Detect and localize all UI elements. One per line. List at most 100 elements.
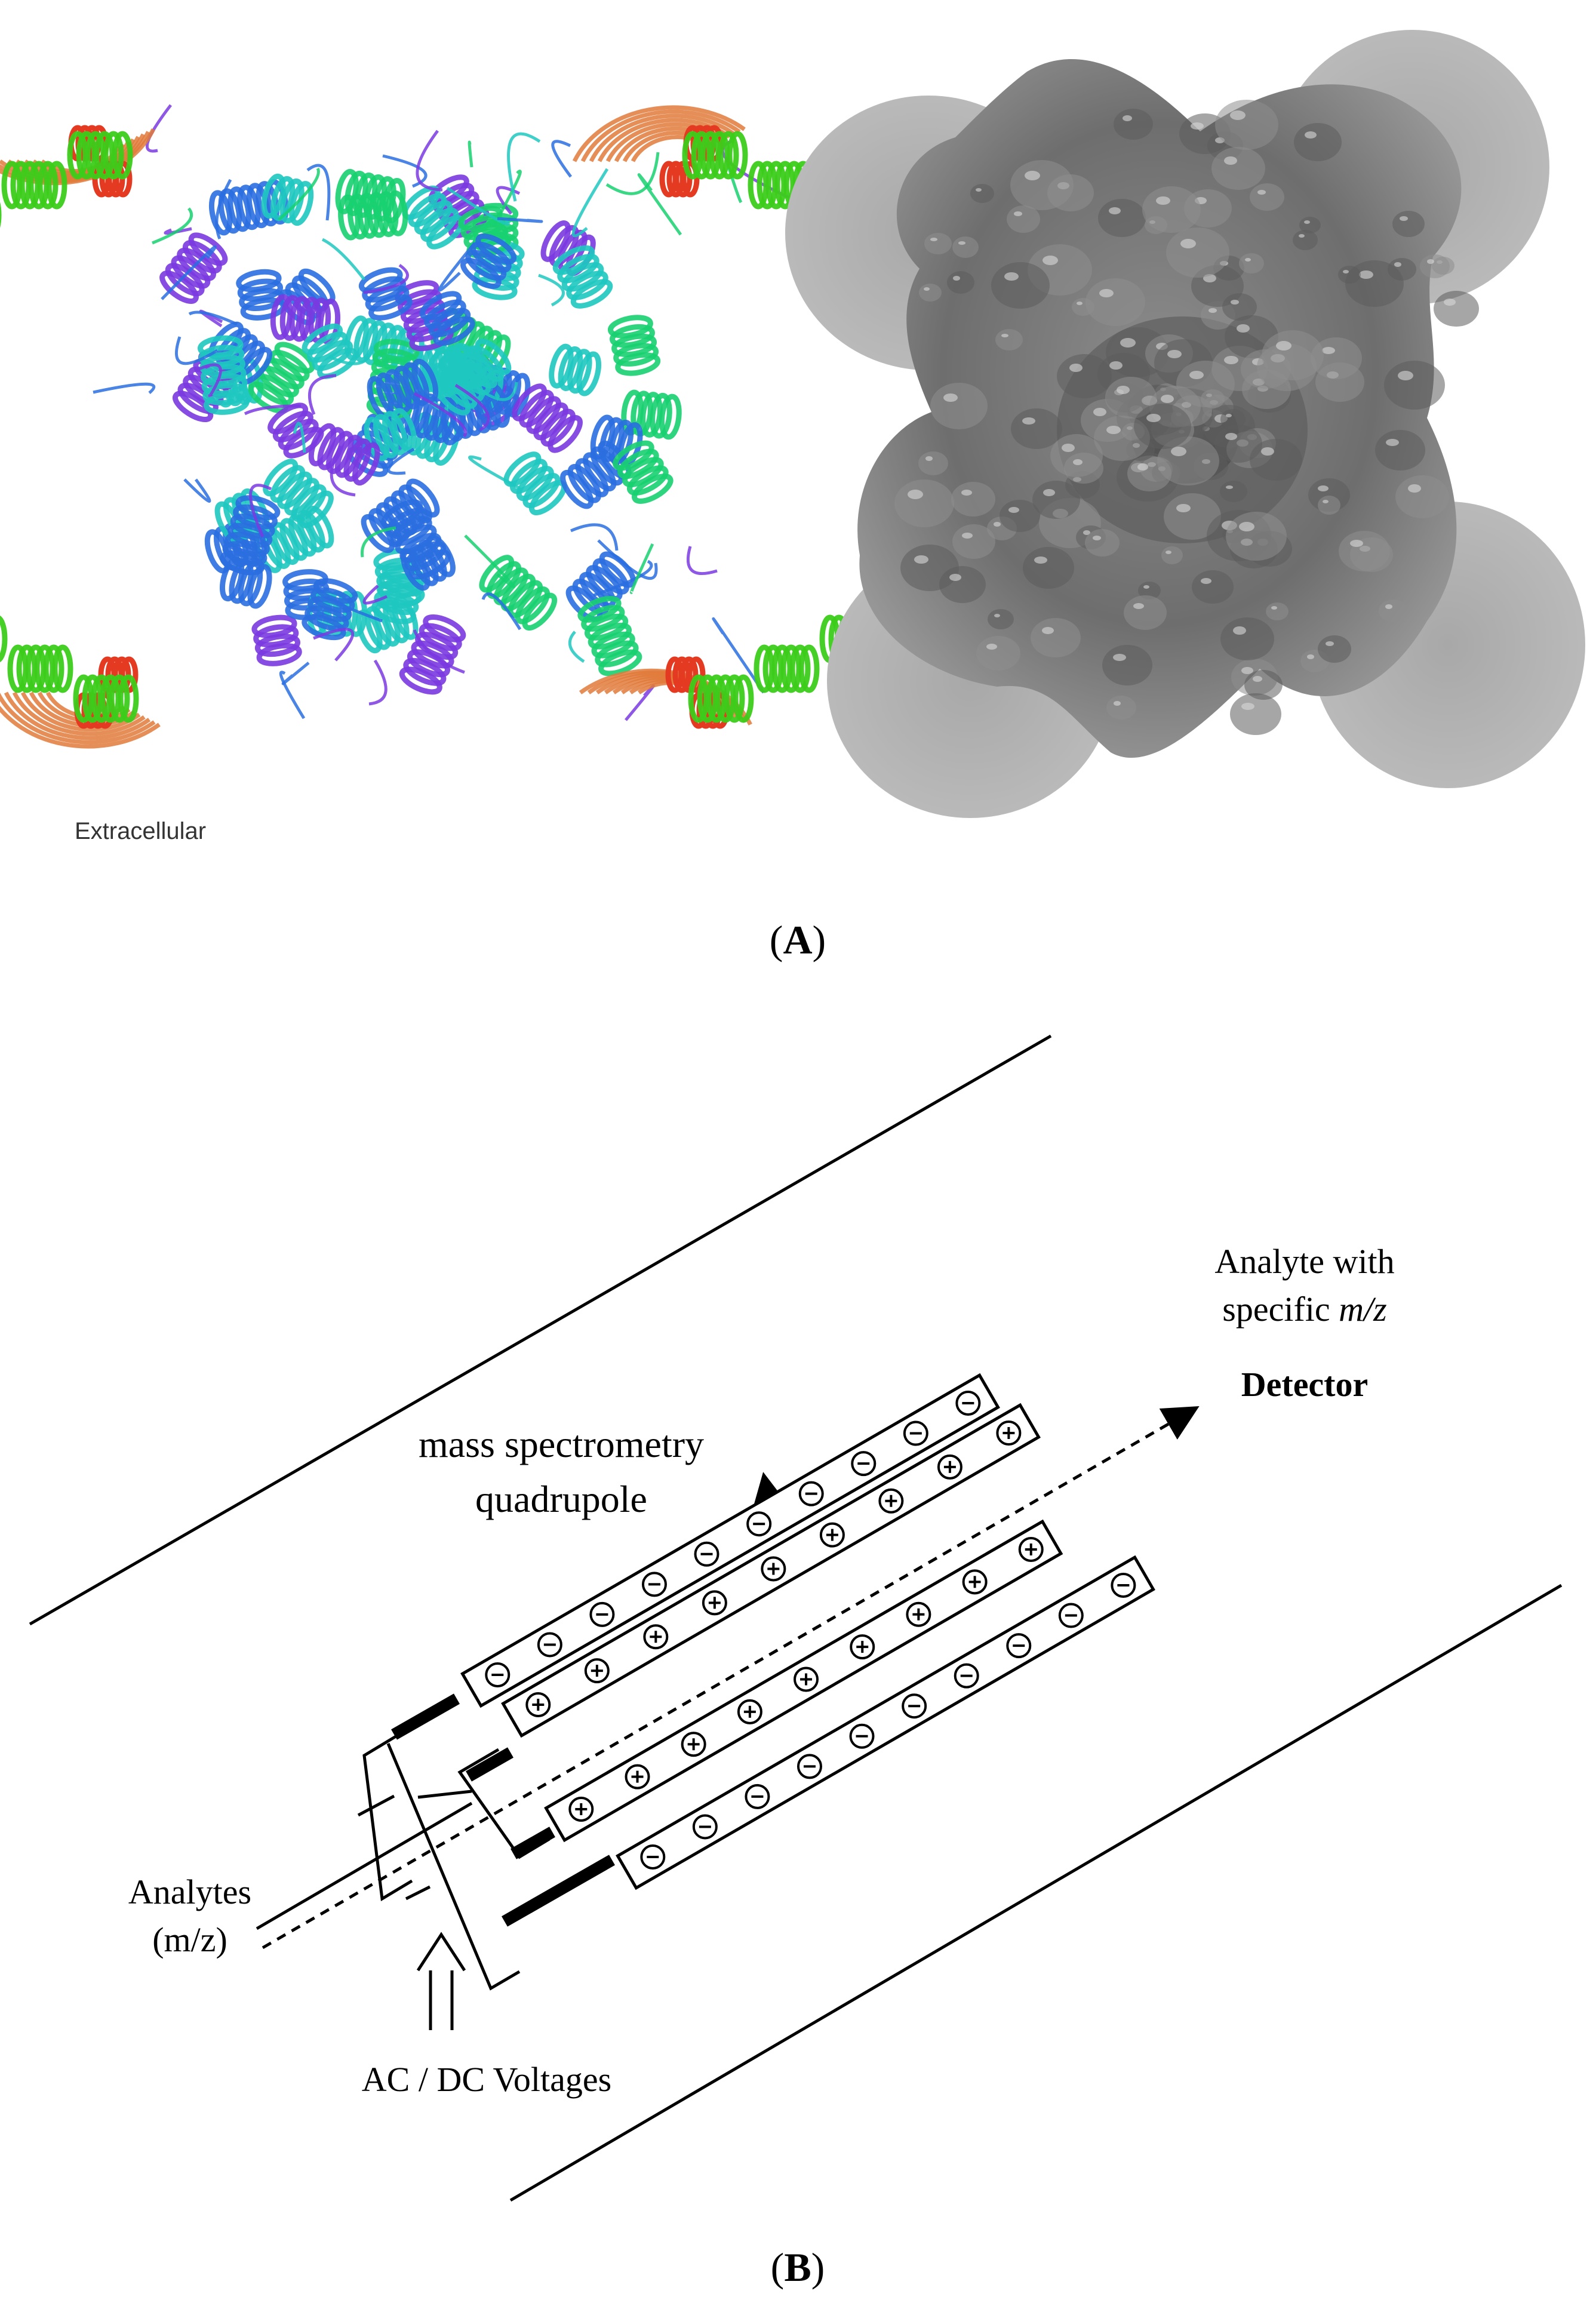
loop-strand: [629, 543, 654, 594]
helix-coil: [267, 402, 324, 459]
negative-charge-icon: [851, 1451, 877, 1477]
negative-charge-icon: [797, 1754, 822, 1779]
surface-bump: [1338, 266, 1361, 284]
surface-bump: [1222, 293, 1257, 321]
loop-strand: [597, 539, 658, 580]
loop-strand: [468, 455, 521, 490]
negative-charge-icon: [537, 1632, 562, 1658]
negative-charge-icon: [955, 1391, 981, 1416]
positive-charge-icon: [584, 1658, 610, 1684]
helix-coil: [335, 168, 406, 224]
negative-charge-icon: [798, 1481, 824, 1506]
positive-charge-icon: [568, 1797, 594, 1822]
surface-bump: [930, 383, 988, 429]
loop-strand: [637, 173, 682, 236]
protein-ribbon-structure: [0, 104, 885, 749]
negative-charge-icon: [692, 1814, 718, 1840]
surface-bump: [1375, 430, 1425, 471]
positive-charge-icon: [937, 1454, 962, 1480]
loop-strand: [605, 152, 660, 195]
negative-charge-icon: [902, 1693, 927, 1719]
surface-bump: [939, 566, 986, 603]
surface-bump: [1010, 160, 1074, 210]
helix-coil: [613, 440, 674, 504]
voltage-circuit: [357, 1733, 551, 1991]
loop-strand: [570, 523, 619, 551]
loop-strand: [363, 263, 409, 294]
surface-bump: [1057, 354, 1112, 398]
surface-bump: [894, 479, 954, 527]
svg-text:(A): (A): [770, 917, 826, 963]
loop-strand: [249, 484, 272, 537]
surface-bump: [1064, 453, 1103, 484]
positive-charge-icon: [794, 1666, 819, 1692]
loop-strand: [468, 140, 473, 168]
loop-strand: [244, 404, 302, 416]
surface-bump: [1239, 253, 1264, 273]
surface-bump: [1102, 645, 1152, 685]
surface-bump: [1000, 500, 1040, 532]
surface-bump: [1098, 199, 1146, 237]
loop-strand: [152, 207, 193, 245]
chamber-wall-top: [29, 1034, 1052, 1626]
surface-bump: [1392, 211, 1425, 237]
helix-coil: [419, 291, 475, 346]
corner-domain: [0, 125, 155, 228]
loop-strand: [321, 238, 365, 281]
helix-coil: [261, 173, 314, 226]
negative-charge-icon: [641, 1572, 667, 1597]
electrode-connectors: [391, 1693, 615, 1927]
top-positive-rod: [501, 1403, 1041, 1738]
analyte-out-label-line2: specific m/z: [1222, 1290, 1386, 1329]
helix-coil: [361, 478, 440, 554]
surface-bump: [1032, 481, 1080, 519]
loop-strand: [416, 130, 443, 192]
analyte-entry-line: [256, 1801, 473, 1930]
surface-bump: [924, 233, 952, 254]
loop-strand: [507, 132, 541, 202]
loop-strand: [571, 168, 609, 238]
detector-label: Detector: [1241, 1365, 1369, 1404]
loop-strand: [334, 599, 383, 623]
surface-bump: [1230, 693, 1281, 735]
loop-strand: [712, 617, 765, 694]
loop-strand: [183, 478, 211, 503]
surface-bump: [988, 609, 1014, 629]
analytes-in-label-line1: Analytes: [128, 1872, 251, 1911]
positive-charge-icon: [819, 1522, 845, 1548]
loop-strand: [454, 383, 490, 432]
helix-coil: [607, 315, 661, 376]
surface-bump: [951, 482, 995, 516]
loop-strand: [362, 585, 388, 605]
surface-bump: [1339, 531, 1390, 571]
surface-bump: [1299, 217, 1321, 233]
analyte-beam-path: [262, 1406, 1200, 1950]
loop-strand: [174, 336, 219, 365]
surface-bump: [1266, 602, 1289, 620]
loop-strand: [387, 447, 415, 475]
helix-coil: [364, 408, 417, 462]
surface-bump: [1166, 227, 1229, 278]
loop-strand: [306, 164, 331, 221]
loop-strand: [293, 422, 306, 453]
extracellular-caption: Extracellular: [75, 818, 206, 844]
surface-bump: [976, 636, 1020, 671]
surface-bump: [1114, 109, 1153, 140]
surface-bump: [1085, 529, 1120, 556]
loop-strand: [413, 392, 468, 438]
surface-bump: [1318, 635, 1351, 663]
panel-a-label: (A): [770, 917, 826, 963]
loop-strand: [497, 217, 543, 223]
surface-bump: [1384, 361, 1445, 410]
positive-charge-icon: [878, 1488, 904, 1514]
loop-strand: [593, 559, 653, 597]
helix-coil: [512, 383, 583, 453]
negative-charge-icon: [640, 1844, 666, 1870]
helix-coil: [270, 294, 341, 345]
surface-bump: [995, 329, 1023, 350]
surface-bump: [1318, 496, 1340, 515]
surface-bump: [1161, 546, 1183, 564]
loop-strand: [188, 310, 238, 326]
loop-strand: [330, 445, 356, 497]
surface-bump: [1138, 582, 1161, 599]
